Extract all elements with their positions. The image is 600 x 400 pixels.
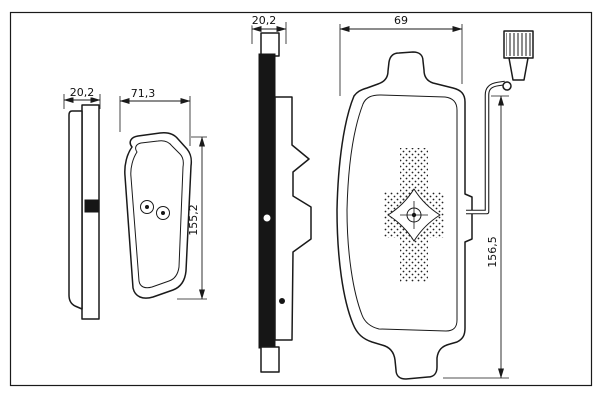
wear-sensor-wire-core: [466, 81, 506, 214]
sensor-connector-stem: [508, 57, 529, 81]
large-pad-side-friction-profile: [274, 96, 312, 341]
large-pad-front-view: 69 156,5: [336, 13, 534, 380]
small-pad-thickness-label: 20,2: [70, 86, 95, 99]
large-pad-width-label: 69: [394, 14, 408, 27]
rivet-right-center: [161, 211, 165, 215]
rivet-right-ring: [156, 206, 170, 220]
rivet-left-center: [145, 205, 149, 209]
drawing-border: [9, 11, 593, 387]
large-pad-side-extension-lines: [251, 22, 287, 44]
large-pad-side-rivet-dot: [279, 298, 285, 304]
center-mark-circle: [406, 207, 422, 223]
large-pad-width-extension-lines: [339, 24, 463, 96]
large-pad-side-top-cap: [260, 32, 280, 57]
rivet-left-ring: [140, 200, 154, 214]
large-pad-inner-contour: [346, 94, 458, 332]
small-pad-outer-contour: [124, 132, 193, 299]
wear-sensor-wire-outline: [466, 80, 506, 215]
small-pad-inner-contour: [130, 140, 184, 289]
small-pad-front-view: 71,3 155,2: [119, 86, 207, 300]
sensor-grommet-circle: [502, 81, 512, 91]
large-pad-side-bottom-cap: [260, 346, 280, 373]
center-mark-dot: [411, 212, 417, 218]
large-pad-thickness-label: 20,2: [252, 14, 277, 27]
small-pad-width-label: 71,3: [131, 87, 156, 100]
large-pad-side-view: 20,2: [250, 13, 312, 373]
small-pad-side-shim-block: [84, 199, 99, 213]
connector-hatching: [506, 33, 531, 56]
small-pad-side-view: 20,2: [63, 85, 101, 320]
large-pad-height-label: 156,5: [486, 236, 499, 268]
large-pad-side-backplate: [258, 53, 276, 349]
large-pad-side-hole: [263, 214, 271, 222]
small-pad-side-friction-outline: [68, 110, 83, 310]
